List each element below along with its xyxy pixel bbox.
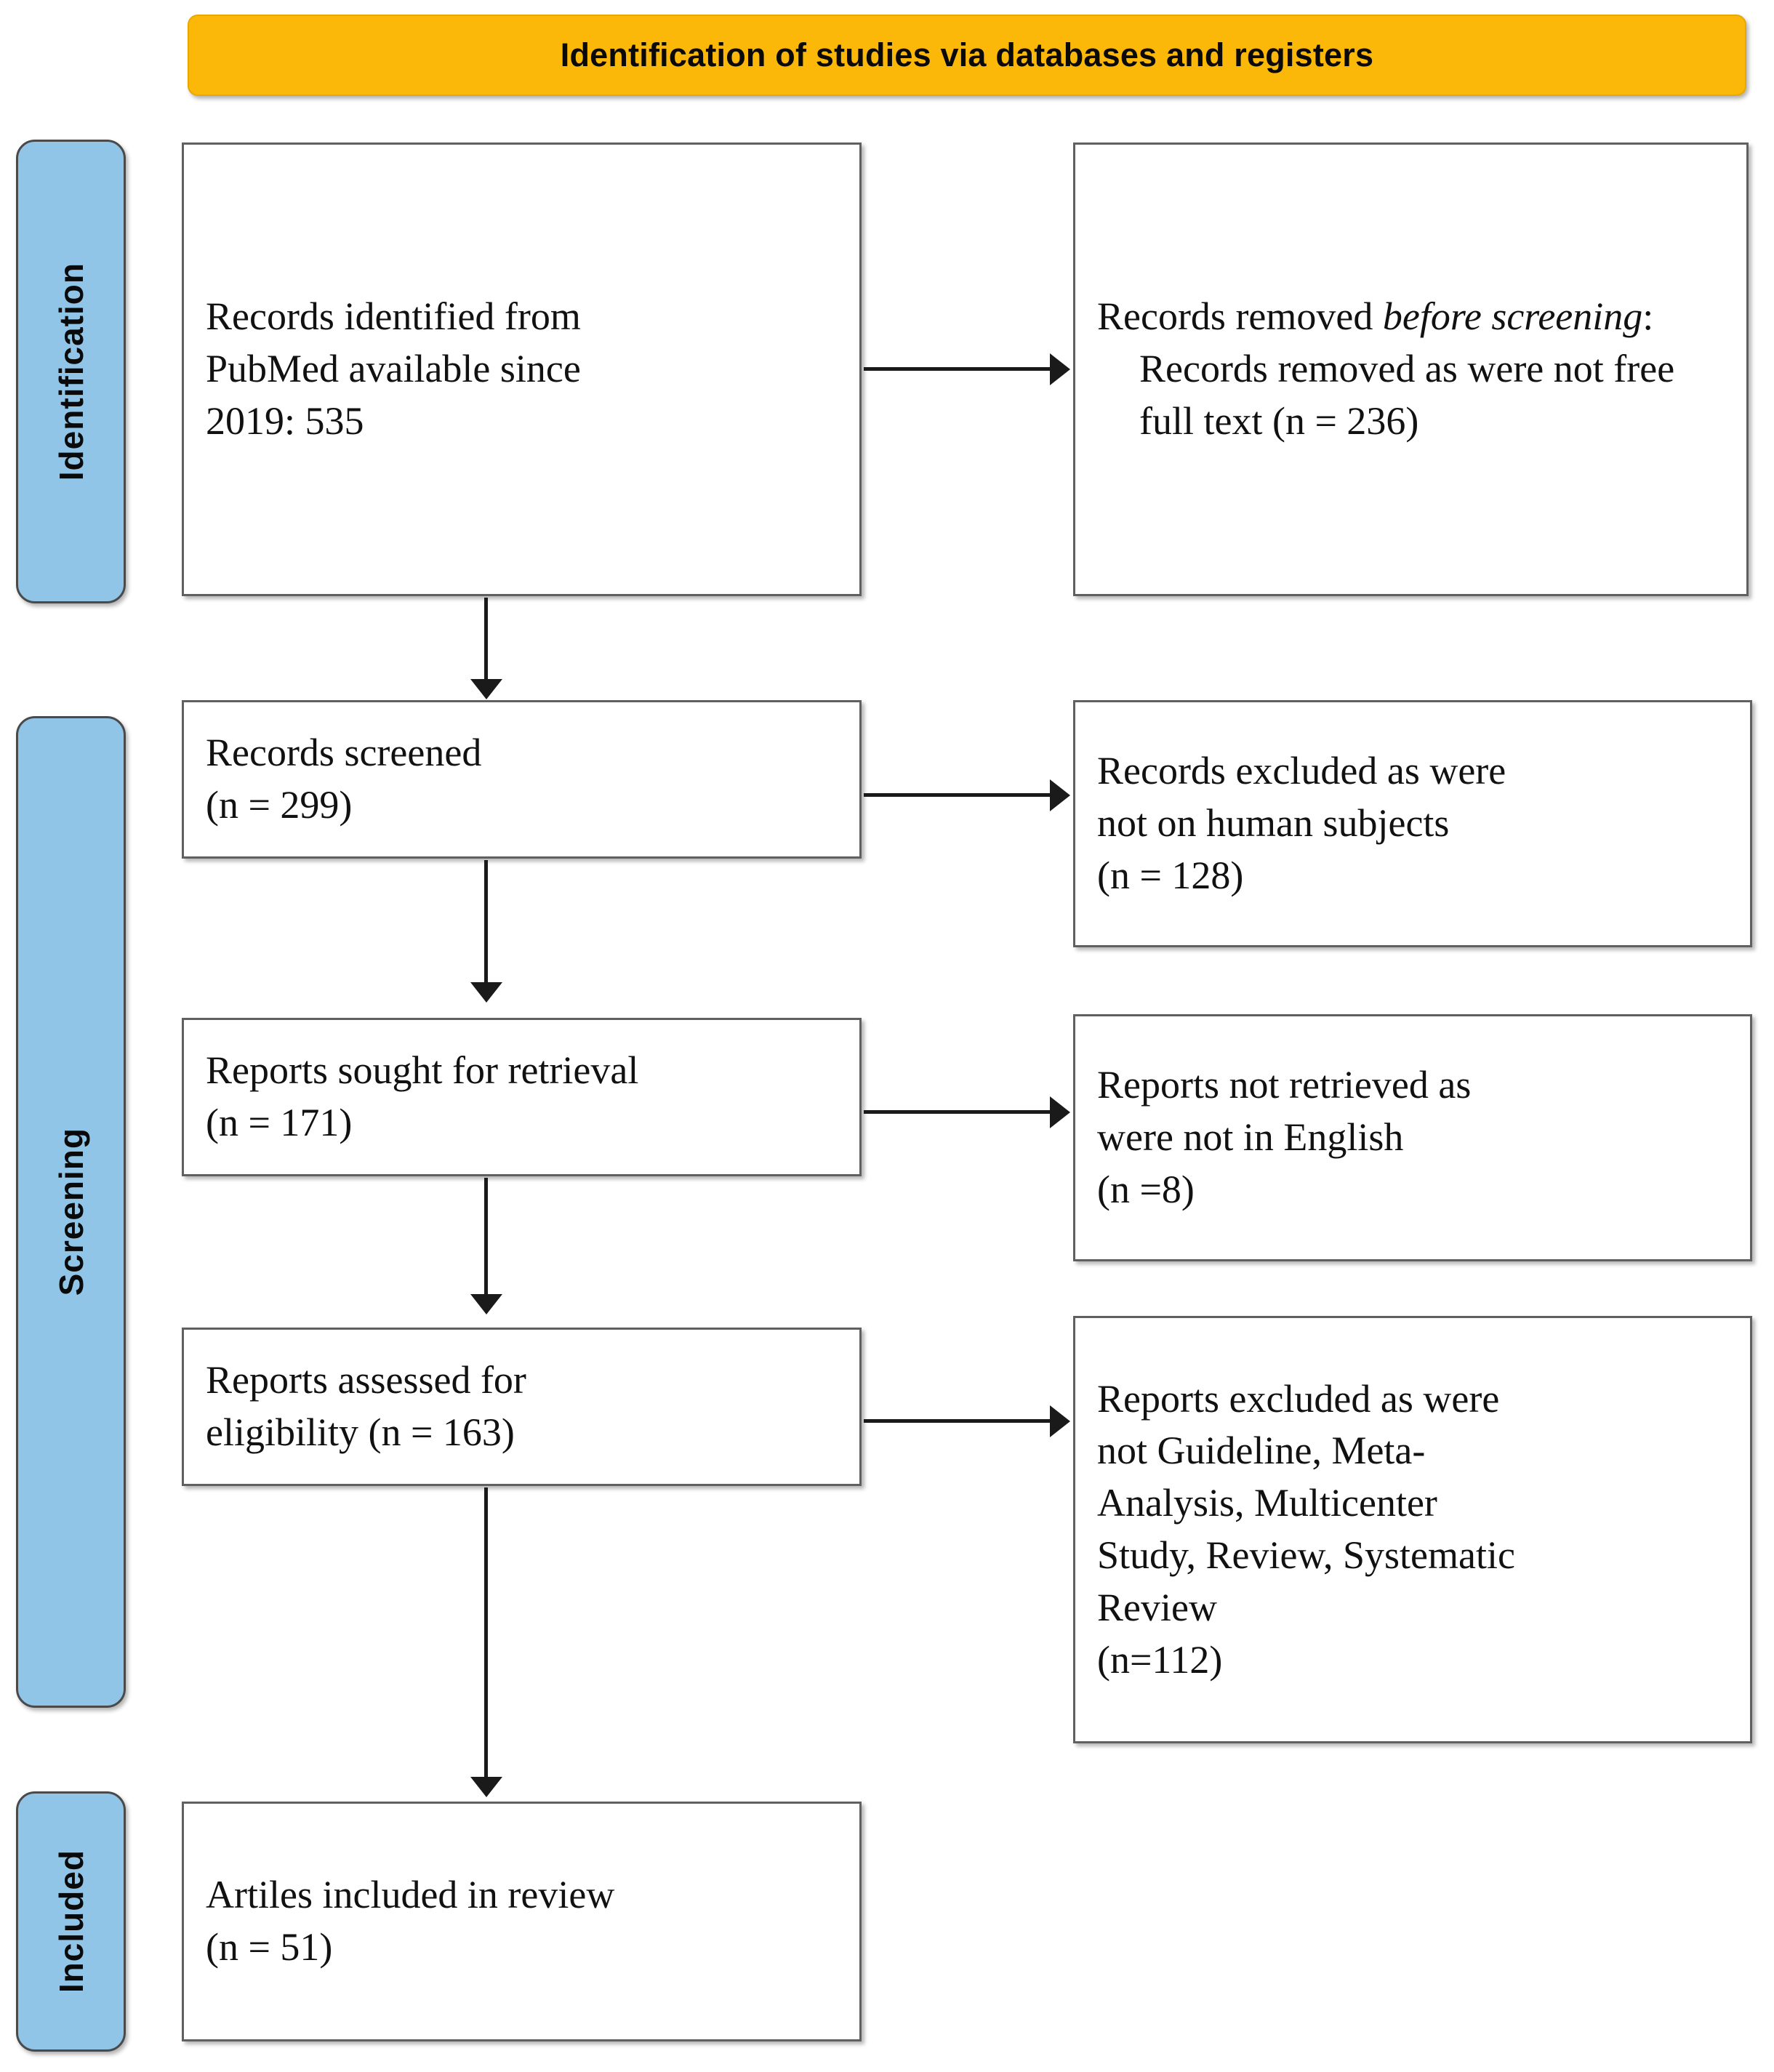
reports-excluded-line-3: Analysis, Multicenter — [1097, 1481, 1437, 1525]
box-reports-not-retrieved-text: Reports not retrieved as were not in Eng… — [1075, 1059, 1750, 1216]
records-identified-line-2: PubMed available since — [206, 347, 581, 391]
stage-bar-included: Included — [16, 1791, 126, 2052]
box-records-excluded-nonhuman: Records excluded as were not on human su… — [1073, 700, 1752, 947]
records-removed-lead-italic: before screening — [1382, 294, 1643, 339]
reports-excluded-line-4: Study, Review, Systematic — [1097, 1533, 1515, 1577]
box-records-identified-text: Records identified from PubMed available… — [184, 291, 859, 447]
reports-sought-line-1: Reports sought for retrieval — [206, 1048, 639, 1093]
arrow-assessed-to-excluded-type — [864, 1419, 1051, 1423]
diagram-header-banner: Identification of studies via databases … — [188, 15, 1746, 96]
box-records-excluded-nonhuman-text: Records excluded as were not on human su… — [1075, 745, 1750, 902]
records-removed-lead-tail: : — [1642, 294, 1654, 339]
arrow-sought-to-not-retrieved — [864, 1110, 1051, 1114]
reports-assessed-line-1: Reports assessed for — [206, 1358, 526, 1402]
reports-not-retrieved-line-2: were not in English — [1097, 1115, 1404, 1160]
stage-bar-identification: Identification — [16, 140, 126, 603]
reports-excluded-line-2: not Guideline, Meta- — [1097, 1429, 1426, 1473]
articles-included-line-1: Artiles included in review — [206, 1873, 615, 1917]
stage-label-identification: Identification — [52, 262, 90, 481]
records-screened-line-2: (n = 299) — [206, 783, 353, 827]
reports-excluded-line-5: Review — [1097, 1585, 1217, 1629]
box-records-screened: Records screened (n = 299) — [182, 700, 862, 859]
arrow-screened-to-excluded — [864, 793, 1051, 797]
stage-label-screening: Screening — [52, 1128, 90, 1296]
box-articles-included-text: Artiles included in review (n = 51) — [184, 1869, 859, 1974]
box-reports-excluded-type: Reports excluded as were not Guideline, … — [1073, 1316, 1752, 1743]
records-excluded-line-3: (n = 128) — [1097, 853, 1244, 897]
records-screened-line-1: Records screened — [206, 731, 482, 775]
records-identified-line-1: Records identified from — [206, 294, 581, 339]
reports-not-retrieved-line-3: (n =8) — [1097, 1167, 1195, 1211]
arrow-screened-to-sought — [484, 860, 488, 984]
records-excluded-line-1: Records excluded as were — [1097, 749, 1506, 793]
stage-label-included: Included — [52, 1850, 90, 1993]
box-reports-sought-text: Reports sought for retrieval (n = 171) — [184, 1045, 859, 1149]
arrow-identified-to-removed — [864, 367, 1051, 371]
box-reports-not-retrieved: Reports not retrieved as were not in Eng… — [1073, 1014, 1752, 1261]
arrow-identified-to-screened — [484, 598, 488, 680]
stage-bar-screening: Screening — [16, 716, 126, 1708]
records-removed-lead: Records removed — [1097, 294, 1383, 339]
reports-assessed-line-2: eligibility (n = 163) — [206, 1410, 515, 1454]
records-identified-line-3: 2019: 535 — [206, 398, 364, 443]
banner-title: Identification of studies via databases … — [560, 36, 1374, 73]
box-records-screened-text: Records screened (n = 299) — [184, 727, 859, 832]
box-reports-assessed-text: Reports assessed for eligibility (n = 16… — [184, 1354, 859, 1459]
box-articles-included: Artiles included in review (n = 51) — [182, 1802, 862, 2041]
articles-included-line-2: (n = 51) — [206, 1925, 333, 1969]
box-records-removed-before-screening: Records removed before screening: Record… — [1073, 142, 1749, 596]
box-reports-excluded-type-text: Reports excluded as were not Guideline, … — [1075, 1373, 1750, 1687]
reports-excluded-line-6: (n=112) — [1097, 1637, 1223, 1682]
box-records-removed-text: Records removed before screening: Record… — [1075, 291, 1746, 447]
box-reports-assessed: Reports assessed for eligibility (n = 16… — [182, 1328, 862, 1486]
reports-excluded-line-1: Reports excluded as were — [1097, 1376, 1500, 1421]
arrow-sought-to-assessed — [484, 1178, 488, 1296]
reports-not-retrieved-line-1: Reports not retrieved as — [1097, 1063, 1472, 1107]
records-removed-sub: Records removed as were not free full te… — [1139, 347, 1675, 443]
box-records-identified: Records identified from PubMed available… — [182, 142, 862, 596]
arrow-assessed-to-included — [484, 1487, 488, 1778]
box-reports-sought: Reports sought for retrieval (n = 171) — [182, 1018, 862, 1176]
records-excluded-line-2: not on human subjects — [1097, 801, 1450, 846]
reports-sought-line-2: (n = 171) — [206, 1101, 353, 1144]
